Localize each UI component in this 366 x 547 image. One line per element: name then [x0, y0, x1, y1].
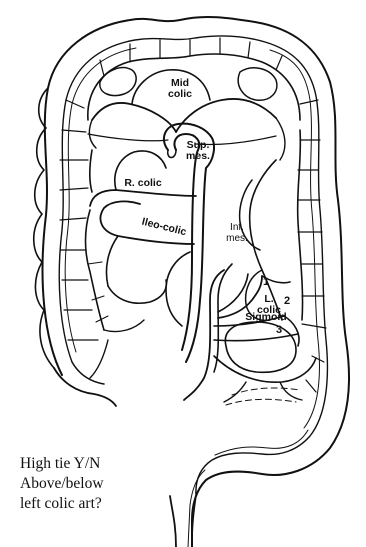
middle-colic-artery	[92, 103, 176, 132]
sigmoid-number-2: 2	[284, 295, 290, 307]
sup-mes-label: Sup. mes.	[183, 140, 213, 162]
right-colic-artery	[90, 190, 196, 206]
sigmoid-loop	[225, 322, 296, 372]
question-line-1: High tie Y/N	[20, 455, 100, 472]
high-tie-question: High tie Y/N Above/below left colic art?	[20, 454, 160, 514]
inf-mes-label: Inf. mes.	[222, 222, 252, 244]
r-colic-label: R. colic	[118, 178, 168, 189]
mid-colic-label: Mid colic	[160, 78, 200, 100]
question-line-2: Above/below	[20, 475, 104, 492]
vasa-recta-left	[60, 100, 98, 340]
sigmoid-label: Sigmoid	[240, 312, 292, 323]
colon-inner-wall	[59, 36, 327, 496]
vasa-recta-top	[100, 38, 282, 76]
rectum-wall	[170, 496, 176, 547]
sigmoid-number-1: 1	[263, 276, 269, 288]
sigmoid-artery-3	[214, 356, 316, 382]
sigmoid-number-3: 3	[276, 324, 282, 336]
question-line-3: left colic art?	[20, 495, 102, 512]
